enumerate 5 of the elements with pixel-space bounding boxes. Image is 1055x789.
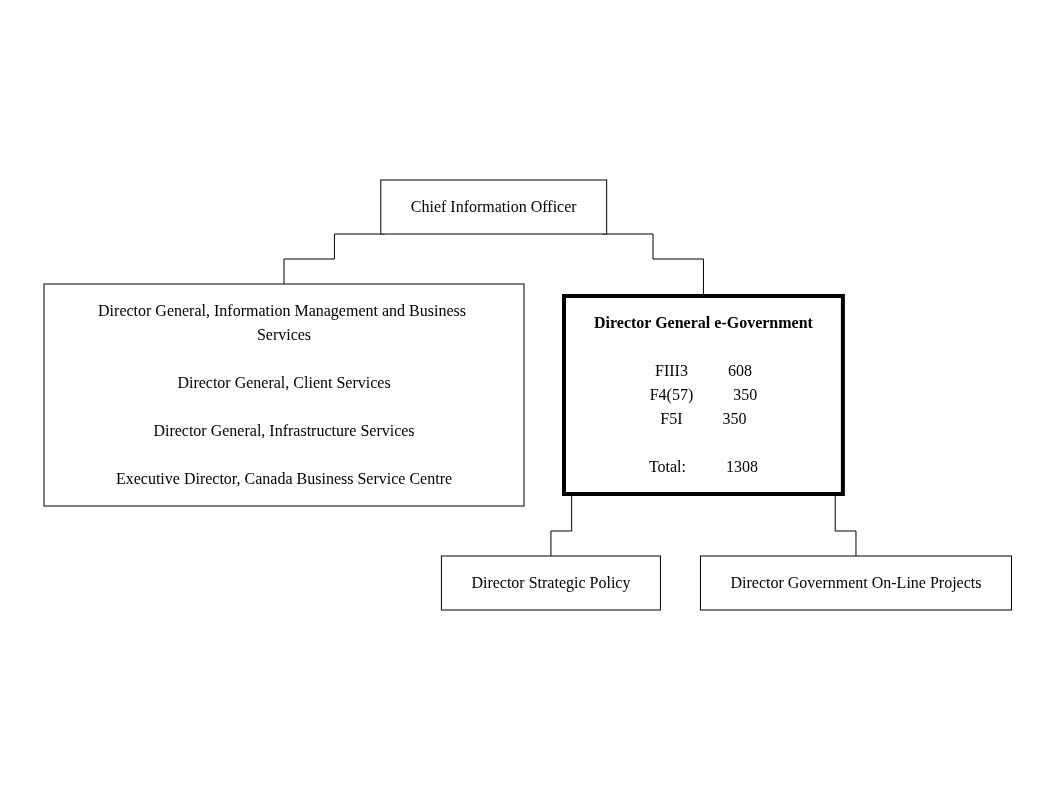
node-box: Director Government On-Line Projects [699, 555, 1012, 610]
node-box: Director General, Information Management and Business Services Director General, Client Services Director General, Infrastructure Services Executive Director, Canada Business Service Centre [43, 283, 525, 506]
node-box: Chief Information Officer [380, 179, 607, 234]
node-box: Director Strategic Policy [440, 555, 661, 610]
node-box: Director General e-Government FIII3 608 F4(57) 350 F5I 350 Total: 1308 [561, 293, 845, 496]
